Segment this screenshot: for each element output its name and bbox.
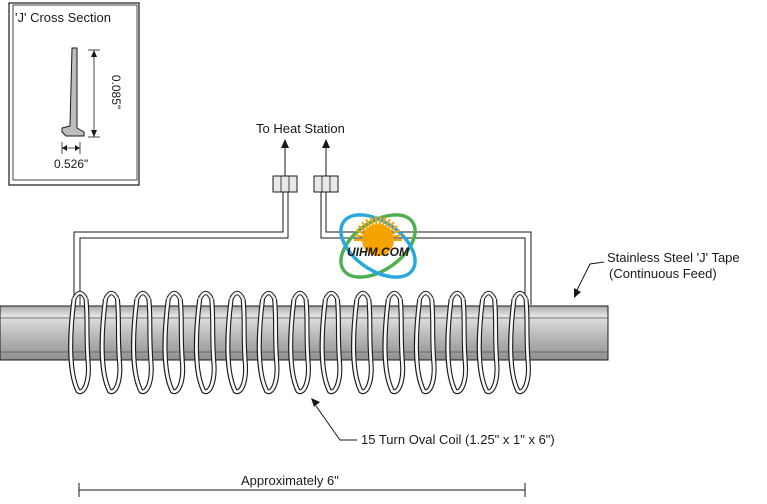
coil-turn <box>289 298 310 394</box>
coil-turn-back <box>104 291 119 300</box>
coil-back-turns <box>71 290 529 301</box>
inset-inner-border <box>12 4 138 181</box>
coil-turn <box>446 298 467 394</box>
coil-front-turns <box>68 298 531 395</box>
logo-ray <box>385 218 391 227</box>
logo-ring-blue <box>339 213 417 279</box>
logo-ray <box>354 234 363 238</box>
coil-turn-back <box>512 291 528 300</box>
coil-turn-back <box>387 291 402 300</box>
logo-sun <box>362 224 394 256</box>
coil-turn-back <box>355 291 370 300</box>
coil-turn-back <box>230 291 245 300</box>
coil-turn <box>352 298 373 394</box>
logo-ray <box>392 229 401 235</box>
coil-turn-back <box>261 291 276 300</box>
coil-turn-back <box>167 291 182 300</box>
logo-ray <box>390 225 399 232</box>
tape-label-line2: (Continuous Feed) <box>609 266 717 281</box>
coil-turn <box>509 298 530 394</box>
coil-turn-back <box>481 291 496 300</box>
tape-label-line1: Stainless Steel 'J' Tape <box>607 250 740 265</box>
logo-sun-rays <box>354 216 402 241</box>
inset-title: 'J' Cross Section <box>15 10 111 25</box>
coil-turn-back <box>418 291 433 300</box>
coil-turn <box>163 298 185 394</box>
coil-turn <box>226 298 247 394</box>
logo-ray <box>369 216 375 226</box>
logo-ray <box>387 221 395 229</box>
coil-turn-back <box>450 291 465 300</box>
logo-ray <box>361 221 369 229</box>
length-dimension-line <box>78 483 526 497</box>
to-heat-station-label: To Heat Station <box>256 121 345 136</box>
height-dimension-label: 0.085" <box>109 75 123 109</box>
logo-ray <box>378 216 382 225</box>
coil-turn <box>415 298 436 394</box>
coil-turn <box>257 298 279 394</box>
coil-turn-back <box>324 291 339 300</box>
heat-station-arrows <box>281 139 330 176</box>
coil-turn <box>69 298 90 394</box>
j-tape-strip <box>0 305 609 361</box>
coil-turn <box>132 298 153 394</box>
uihm-logo: UIHM.COM <box>339 213 417 279</box>
coil-turn <box>477 298 499 394</box>
coil-turn <box>383 298 405 394</box>
logo-ring-green <box>339 213 417 279</box>
logo-text: UIHM.COM <box>347 245 410 259</box>
length-dimension-label: Approximately 6" <box>241 473 339 488</box>
coil-label: 15 Turn Oval Coil (1.25" x 1" x 6") <box>361 432 555 447</box>
j-profile-shape <box>61 47 85 137</box>
tape-leader-arrow <box>574 261 605 298</box>
coil-leader-arrow <box>311 398 357 441</box>
coil-fittings <box>272 175 339 193</box>
logo-ray <box>365 218 371 227</box>
coil-leads <box>73 192 532 305</box>
width-dimension-label: 0.526" <box>54 157 88 171</box>
logo-ray <box>357 225 366 232</box>
coil-turn <box>195 298 216 394</box>
coil-turn <box>320 298 342 394</box>
logo-ray <box>374 216 378 225</box>
logo-ray <box>393 234 402 238</box>
coil-turn <box>100 298 122 394</box>
coil-turn-back <box>198 291 213 300</box>
logo-ray <box>381 216 387 226</box>
coil-turn-back <box>135 291 150 300</box>
coil-turn-back <box>292 291 308 300</box>
coil-turn-back <box>72 291 88 300</box>
logo-ray <box>355 229 364 235</box>
cross-section-inset: 'J' Cross Section 0.085" 0.526" <box>8 2 140 186</box>
